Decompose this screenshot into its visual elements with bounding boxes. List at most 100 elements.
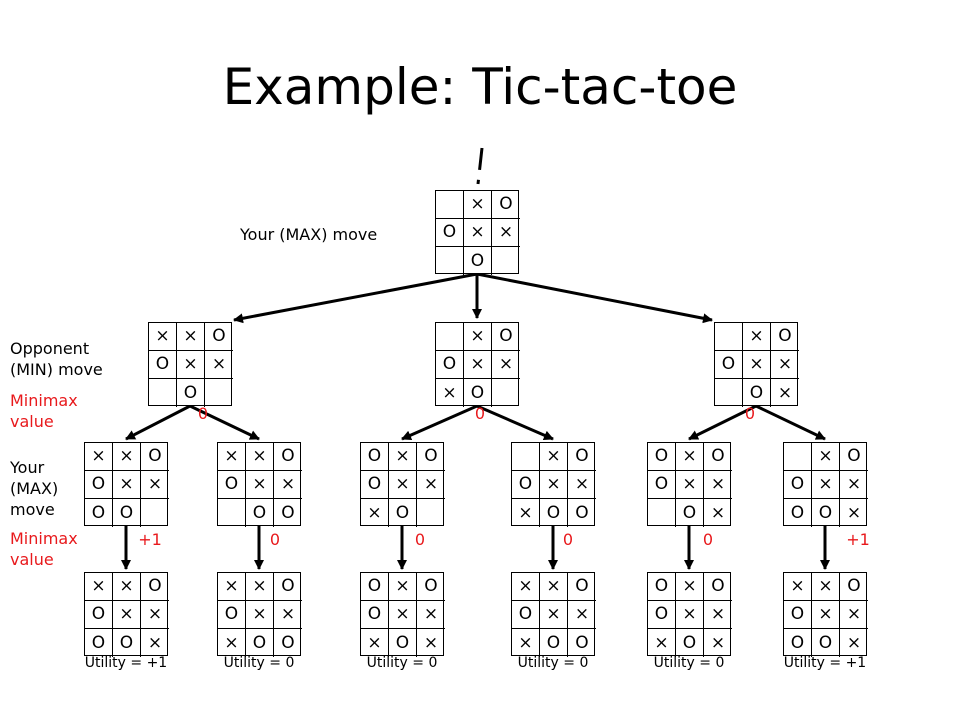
board-cell: O <box>361 573 389 601</box>
board-cell: × <box>540 443 568 471</box>
board-cell: × <box>389 471 417 499</box>
board-cell: × <box>676 471 704 499</box>
board-cell: × <box>246 573 274 601</box>
board-cell: × <box>218 629 246 657</box>
board-cell: O <box>177 379 205 407</box>
board-cell: O <box>205 323 233 351</box>
board-cell: × <box>361 499 389 527</box>
board-cell <box>512 443 540 471</box>
board-cell <box>436 247 464 275</box>
board-cell: × <box>147 632 163 653</box>
minimax-value-min: 0 <box>744 404 756 423</box>
board-cell: O <box>540 499 568 527</box>
board-cell <box>715 323 743 351</box>
board-cell: O <box>281 632 295 653</box>
board-cell: × <box>676 573 704 601</box>
board-cell: O <box>85 629 113 657</box>
board-cell: O <box>361 601 389 629</box>
board-cell: O <box>743 379 771 407</box>
board-cell: O <box>784 499 812 527</box>
board-cell: × <box>512 499 540 527</box>
board-cell: O <box>246 629 274 657</box>
board-cell: × <box>704 601 732 629</box>
board-cell: O <box>361 471 389 499</box>
board-cell: O <box>246 499 274 527</box>
board-cell: × <box>512 629 540 657</box>
minimax-value-max: 0 <box>562 530 574 549</box>
minimax-value-max: 0 <box>414 530 426 549</box>
board-cell <box>784 443 812 471</box>
tree-edge <box>755 404 826 441</box>
utility-label: Utility = 0 <box>366 655 438 671</box>
board-cell: × <box>568 471 596 499</box>
board-cell: × <box>246 443 274 471</box>
board-cell <box>205 379 233 407</box>
board-cell: × <box>141 471 169 499</box>
board-cell <box>648 499 676 527</box>
minimax-value-1-line-1: Minimax <box>10 391 78 410</box>
board-cell: O <box>218 601 246 629</box>
tree-edge <box>189 404 260 441</box>
board-cell: O <box>840 443 868 471</box>
your-max-move-label: Your (MAX) move <box>10 457 58 520</box>
board-cell: × <box>784 573 812 601</box>
tree-edge <box>688 404 757 441</box>
board-cell: × <box>710 632 726 653</box>
utility-label: Utility = 0 <box>517 655 589 671</box>
your-max-move-line-3: move <box>10 500 55 519</box>
board-cell <box>492 247 520 275</box>
board-cell: O <box>568 573 596 601</box>
board-cell: O <box>85 601 113 629</box>
board-cell: O <box>417 573 445 601</box>
board-cell: O <box>389 629 417 657</box>
board-cell: × <box>389 443 417 471</box>
board-cell <box>149 379 177 407</box>
board-cell: O <box>812 629 840 657</box>
board-cell: × <box>141 601 169 629</box>
board-cell: × <box>710 502 726 523</box>
board-cell: × <box>840 601 868 629</box>
tree-edge <box>233 272 478 324</box>
board-cell: × <box>812 471 840 499</box>
board-cell: × <box>389 573 417 601</box>
board-cell: × <box>540 471 568 499</box>
board-cell: × <box>492 219 520 247</box>
board-cell: × <box>464 191 492 219</box>
board-cell: O <box>389 499 417 527</box>
board-cell: × <box>85 443 113 471</box>
board-cell: O <box>704 443 732 471</box>
minimax-value-2-line-1: Minimax <box>10 529 78 548</box>
board-cell: × <box>676 443 704 471</box>
board-cell: O <box>464 247 492 275</box>
minimax-value-min: 0 <box>474 404 486 423</box>
board-cell: × <box>812 443 840 471</box>
tree-edge <box>125 404 191 441</box>
board-cell: × <box>113 601 141 629</box>
board-cell: × <box>512 573 540 601</box>
board-cell: × <box>246 471 274 499</box>
board-cell: × <box>846 502 862 523</box>
board-cell: × <box>113 443 141 471</box>
board-cell: O <box>85 499 113 527</box>
board-cell: × <box>540 601 568 629</box>
board-cell: O <box>113 499 141 527</box>
board-cell: × <box>417 471 445 499</box>
board-cell: × <box>777 382 793 403</box>
utility-label: Utility = 0 <box>653 655 725 671</box>
board-cell: O <box>575 632 589 653</box>
minimax-value-max: 0 <box>702 530 714 549</box>
board-cell: × <box>361 629 389 657</box>
board-cell: × <box>648 629 676 657</box>
opponent-move-line-1: Opponent <box>10 339 90 358</box>
board-cell: O <box>492 323 520 351</box>
board-cell <box>492 379 520 407</box>
board-cell: O <box>436 351 464 379</box>
